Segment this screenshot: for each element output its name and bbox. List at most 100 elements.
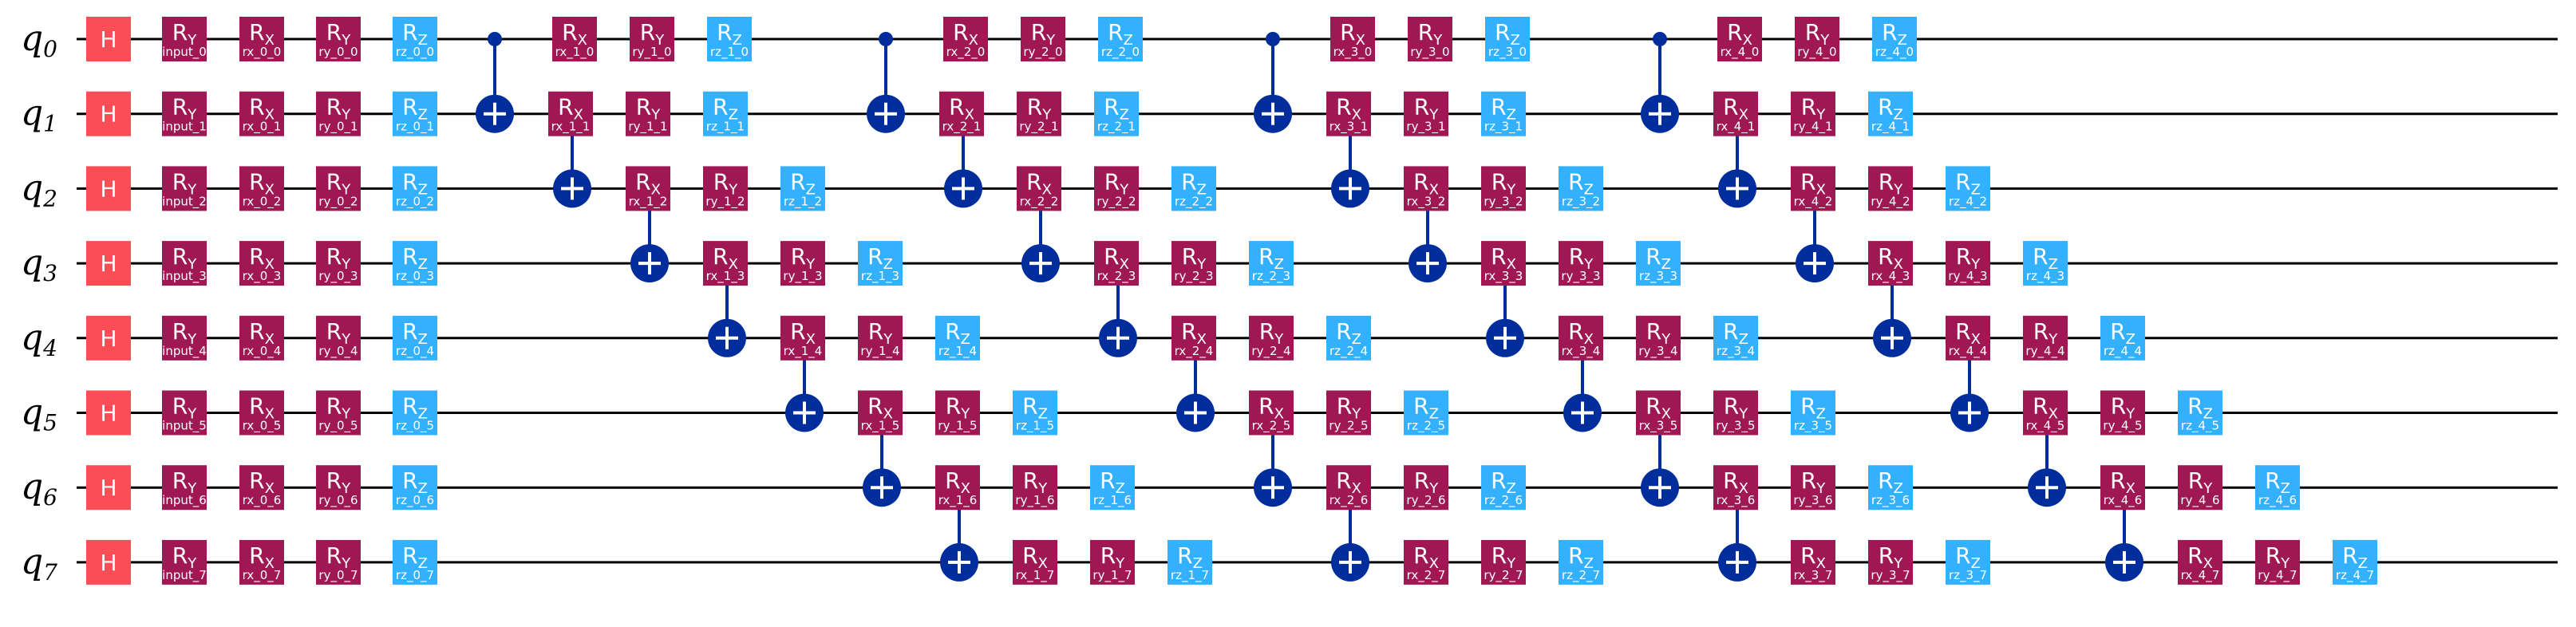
qubit-label-q3: q3	[21, 243, 57, 286]
svg-text:RY: RY	[1031, 19, 1056, 49]
svg-text:rx_4_7: rx_4_7	[2181, 568, 2220, 583]
svg-text:RX: RX	[1800, 542, 1826, 572]
svg-text:RZ: RZ	[1413, 393, 1439, 423]
cnot-target	[863, 468, 901, 507]
cnot-target	[1021, 244, 1060, 283]
svg-text:RY: RY	[326, 542, 351, 572]
svg-text:rx_2_5: rx_2_5	[1252, 419, 1291, 434]
svg-text:RY: RY	[172, 19, 197, 49]
control-dot	[879, 32, 893, 46]
cnot-target	[1409, 244, 1447, 283]
cnot-target	[1563, 393, 1602, 432]
cnot-target	[2105, 542, 2143, 582]
svg-text:rz_0_2: rz_0_2	[396, 194, 434, 209]
svg-text:rx_2_0: rx_2_0	[946, 45, 986, 60]
svg-text:rx_1_4: rx_1_4	[784, 344, 823, 359]
svg-text:ry_4_5: ry_4_5	[2103, 419, 2142, 434]
svg-text:rz_3_6: rz_3_6	[1871, 493, 1910, 508]
svg-text:rx_3_2: rx_3_2	[1407, 194, 1446, 209]
svg-text:rz_4_4: rz_4_4	[2104, 344, 2142, 359]
svg-text:RX: RX	[635, 168, 661, 198]
cnot-target	[1873, 318, 1911, 357]
svg-text:rx_0_6: rx_0_6	[243, 493, 282, 508]
svg-text:rz_2_7: rz_2_7	[1562, 568, 1600, 583]
cnot-target	[1796, 244, 1834, 283]
svg-text:rx_0_3: rx_0_3	[243, 269, 282, 284]
svg-text:ry_1_2: ry_1_2	[705, 194, 745, 209]
svg-text:ry_0_6: ry_0_6	[318, 493, 358, 508]
svg-text:H: H	[100, 550, 117, 576]
svg-text:rz_0_1: rz_0_1	[396, 120, 434, 135]
cnot-target	[944, 169, 982, 208]
svg-text:input_3: input_3	[162, 269, 207, 284]
svg-text:rx_3_6: rx_3_6	[1717, 493, 1756, 508]
svg-text:ry_2_0: ry_2_0	[1023, 45, 1062, 60]
svg-text:rz_2_1: rz_2_1	[1097, 120, 1136, 135]
svg-text:rz_4_2: rz_4_2	[1949, 194, 1987, 209]
svg-text:ry_2_1: ry_2_1	[1019, 120, 1058, 135]
svg-text:rz_1_6: rz_1_6	[1093, 493, 1132, 508]
svg-text:rz_4_1: rz_4_1	[1871, 120, 1910, 135]
svg-text:H: H	[100, 250, 117, 277]
svg-text:rx_3_3: rx_3_3	[1484, 269, 1523, 284]
svg-text:input_0: input_0	[162, 45, 207, 60]
control-dot	[1653, 32, 1667, 46]
svg-text:rz_2_3: rz_2_3	[1252, 269, 1290, 284]
svg-text:rz_4_0: rz_4_0	[1875, 45, 1914, 60]
svg-text:RX: RX	[249, 393, 275, 423]
svg-text:rx_3_0: rx_3_0	[1333, 45, 1373, 60]
svg-text:ry_1_3: ry_1_3	[783, 269, 822, 284]
cnot-target	[1331, 542, 1369, 582]
svg-text:RX: RX	[953, 19, 978, 49]
